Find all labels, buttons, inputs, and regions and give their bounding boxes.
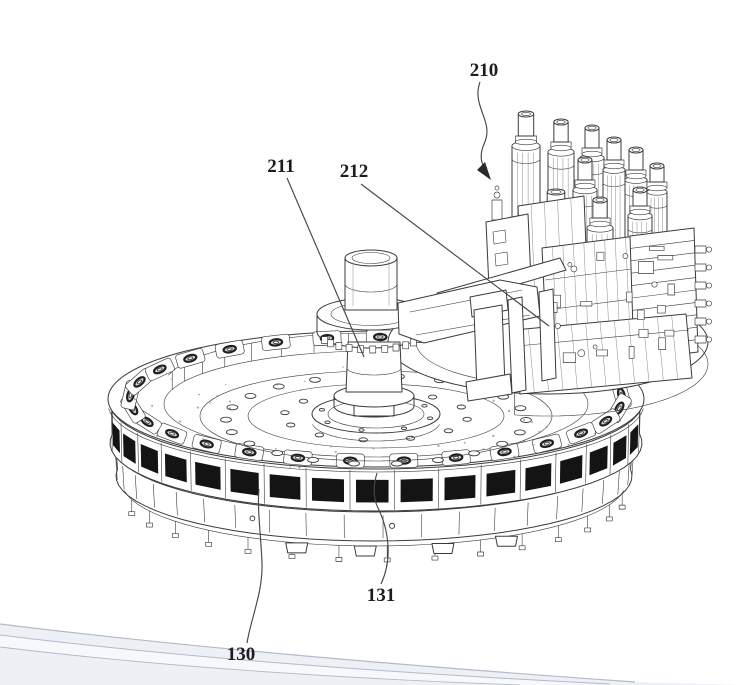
ref-label-212: 212 [340, 161, 369, 182]
leader-line-211 [286, 177, 365, 358]
annotation-131: 131 [367, 472, 396, 606]
annotation-130: 130 [227, 488, 263, 665]
ref-label-130: 130 [227, 644, 256, 665]
annotation-210: 210 [470, 60, 499, 180]
leader-line-212 [360, 183, 550, 327]
leader-arrowhead-210 [477, 162, 491, 180]
annotation-211: 211 [267, 156, 365, 358]
leader-line-131 [373, 472, 389, 585]
ref-label-210: 210 [470, 60, 499, 81]
table-edge [0, 623, 742, 685]
annotation-212: 212 [340, 161, 550, 327]
leader-line-130 [246, 488, 263, 644]
ref-label-211: 211 [267, 156, 294, 177]
support-arm [397, 257, 567, 402]
reference-labels: 210 211 212 131 130 [227, 60, 550, 665]
disc-lower-ring [113, 438, 635, 563]
valve-manifold [485, 185, 712, 395]
center-column [316, 249, 426, 418]
leader-line-210 [477, 81, 488, 171]
ref-label-131: 131 [367, 585, 396, 606]
disc-slot-band [108, 391, 644, 512]
